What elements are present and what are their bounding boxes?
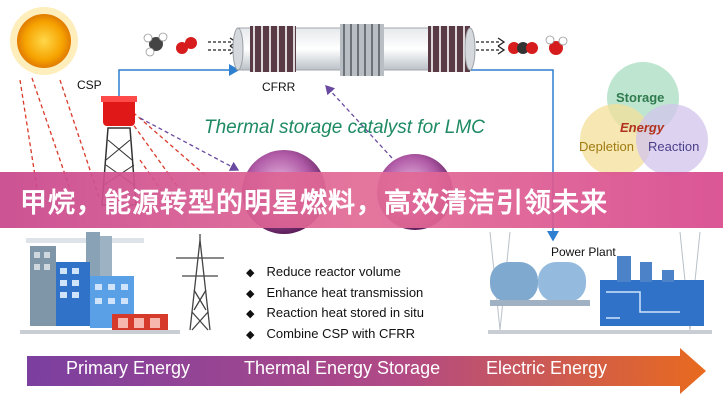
energy-flow-arrow [27, 348, 706, 394]
electric-energy-label: Electric Energy [486, 358, 608, 378]
sun-icon [10, 7, 78, 75]
venn-storage-label: Storage [616, 90, 665, 105]
venn-reaction-label: Reaction [648, 139, 700, 154]
cfrr-label: CFRR [262, 80, 296, 94]
venn-diagram [580, 62, 708, 176]
headline-text: 甲烷，能源转型的明星燃料，高效清洁引领未来 [20, 187, 608, 219]
thermal-storage-label: Thermal Energy Storage [244, 358, 441, 378]
power-plant-label: Power Plant [551, 245, 616, 259]
cfrr-reactor [232, 24, 476, 76]
output-dashed-arrows [476, 37, 506, 55]
venn-energy-label: Energy [620, 120, 665, 135]
primary-energy-label: Primary Energy [66, 358, 191, 378]
csp-label: CSP [77, 78, 102, 92]
benefit-item: Combine CSP with CFRR [246, 324, 424, 345]
benefit-item: Reaction heat stored in situ [246, 303, 424, 324]
water-molecule-icon [545, 35, 568, 55]
catalyst-arrow-right [325, 85, 393, 159]
csp-to-cfrr-arrow [118, 64, 240, 96]
oxygen-molecule-icon [176, 37, 197, 54]
factory-icon [20, 232, 180, 334]
co2-molecule-icon [508, 42, 538, 54]
catalyst-title: Thermal storage catalyst for LMC [204, 117, 485, 138]
input-dashed-arrows [208, 37, 238, 55]
headline-banner: 甲烷，能源转型的明星燃料，高效清洁引领未来 [0, 172, 723, 228]
power-plant-icon [488, 231, 712, 334]
methane-molecule-icon [143, 32, 168, 57]
transmission-tower-icon [176, 234, 224, 331]
catalyst-arrow-left [139, 117, 240, 171]
benefit-list: Reduce reactor volume Enhance heat trans… [246, 262, 424, 344]
venn-depletion-label: Depletion [579, 139, 634, 154]
benefit-item: Reduce reactor volume [246, 262, 424, 283]
benefit-item: Enhance heat transmission [246, 283, 424, 304]
